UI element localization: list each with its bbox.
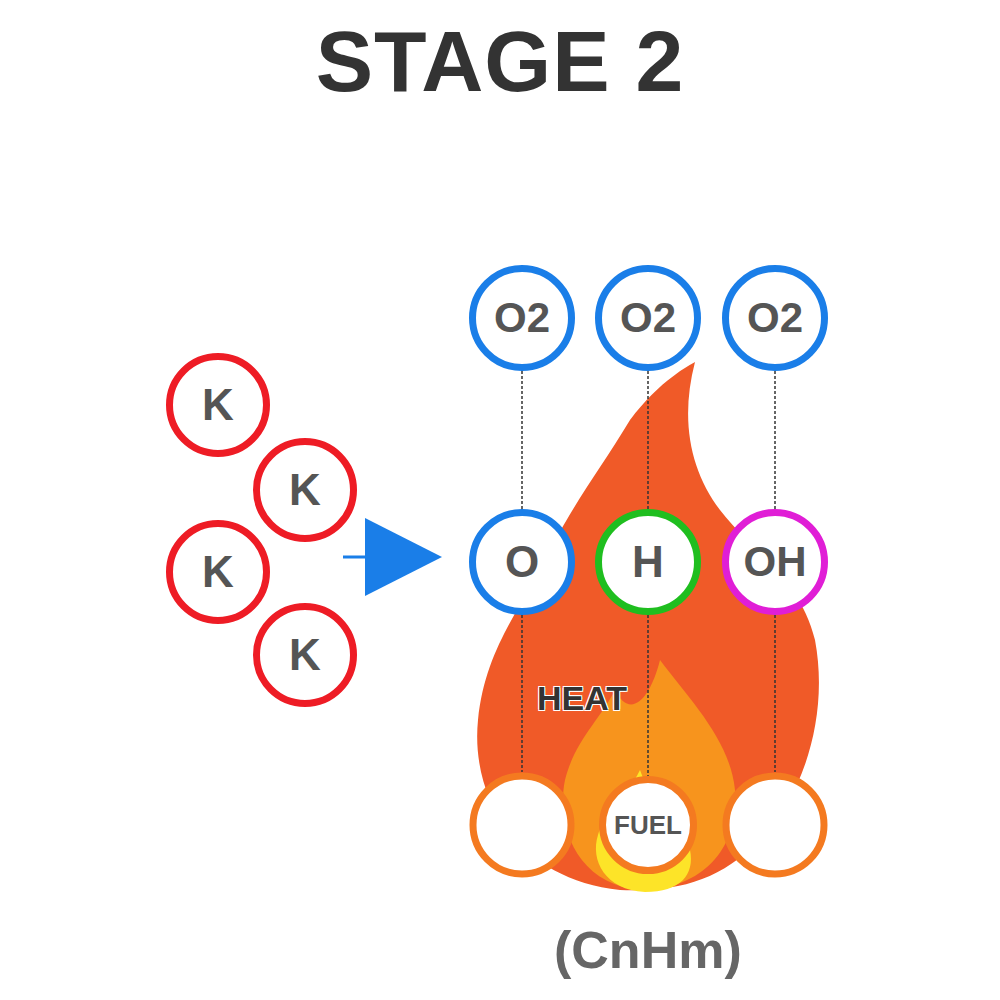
oxygen-circle: O2 xyxy=(595,265,701,371)
fuel-circle: FUEL xyxy=(599,776,697,874)
node-text: OH xyxy=(744,538,807,586)
potassium-circle: K xyxy=(253,438,357,542)
formula-label: (CnHm) xyxy=(554,920,742,980)
diagram-title: STAGE 2 xyxy=(0,12,1000,111)
node-text: O xyxy=(505,537,539,587)
dashed-connector xyxy=(648,371,649,509)
empty-fuel-circle xyxy=(726,776,824,874)
node-text: FUEL xyxy=(614,810,682,841)
leader-line xyxy=(521,615,523,772)
dashed-connector xyxy=(522,371,523,509)
node-text: O2 xyxy=(747,294,803,342)
heat-label: HEAT xyxy=(537,679,627,718)
radical-circle: H xyxy=(595,509,701,615)
node-text: K xyxy=(202,380,234,430)
node-text: K xyxy=(289,465,321,515)
oxygen-circle: O2 xyxy=(722,265,828,371)
node-text: K xyxy=(202,547,234,597)
potassium-circle: K xyxy=(166,520,270,624)
node-text: O2 xyxy=(620,294,676,342)
oxygen-circle: O2 xyxy=(469,265,575,371)
node-text: O2 xyxy=(494,294,550,342)
reaction-arrow-head xyxy=(365,518,442,596)
node-text: H xyxy=(632,537,664,587)
potassium-circle: K xyxy=(253,603,357,707)
dashed-connector xyxy=(775,371,776,509)
radical-circle: OH xyxy=(722,509,828,615)
empty-fuel-circle xyxy=(473,776,571,874)
dashed-connector xyxy=(648,615,649,776)
leader-line xyxy=(774,615,776,772)
radical-circle: O xyxy=(469,509,575,615)
potassium-circle: K xyxy=(166,353,270,457)
node-text: K xyxy=(289,630,321,680)
